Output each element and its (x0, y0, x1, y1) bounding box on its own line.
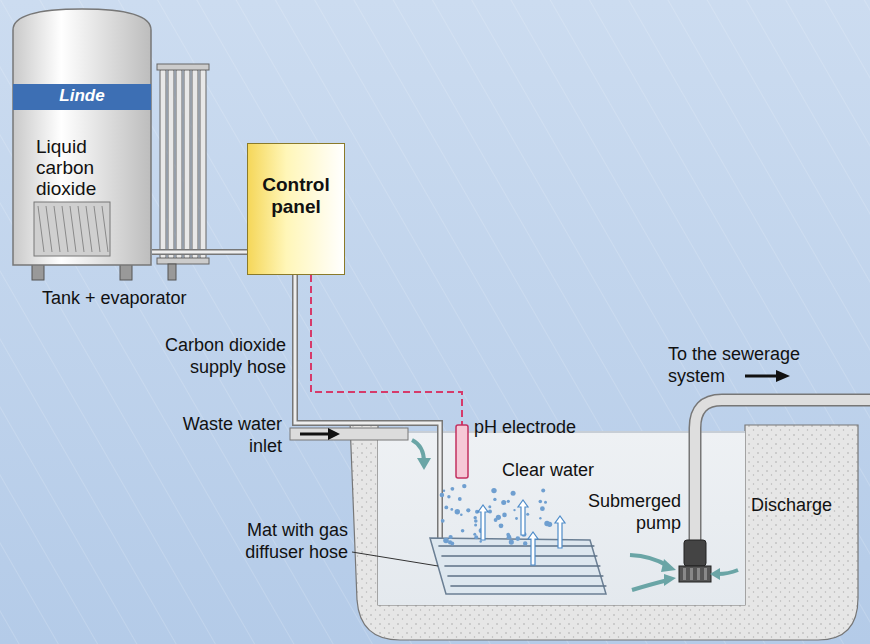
sewer-label: To the sewerage system (668, 343, 818, 387)
control-panel: Control panel (247, 143, 345, 275)
inlet-pipe (290, 428, 408, 440)
leader-line (352, 552, 438, 566)
gas-pipe-core (152, 251, 247, 254)
inflow-arrow-head (417, 458, 431, 470)
storage-tank: LindeLiquid carbon dioxide (12, 8, 152, 266)
sewer-pipe-core (695, 400, 870, 548)
ph-electrode (456, 425, 468, 478)
co2-hose-core (295, 275, 440, 545)
gas-pipe (152, 249, 247, 255)
pump-intake (679, 566, 711, 582)
flow-arrow (745, 375, 778, 378)
sewer-pipe (695, 400, 870, 548)
suction-arrows (630, 555, 738, 590)
concrete-pit (350, 422, 858, 640)
flow-arrow-head (328, 428, 340, 440)
flow-arrow-head (776, 370, 790, 382)
mat-label: Mat with gas diffuser hose (190, 519, 348, 563)
evaporator (157, 64, 209, 280)
gas-bubbles (440, 484, 565, 565)
panel-label: Control panel (248, 174, 344, 218)
tank-label: Liquid carbon dioxide (36, 136, 136, 199)
hose-label: Carbon dioxide supply hose (126, 334, 286, 378)
brand-logo: Linde (12, 85, 152, 107)
water-label: Clear water (502, 459, 622, 481)
signal-line (311, 275, 462, 425)
flow-arrow (300, 433, 330, 436)
co2-hose (295, 275, 440, 545)
electrode-label: pH electrode (474, 416, 604, 438)
inlet-label: Waste water inlet (150, 413, 282, 457)
diffuser-mat (430, 538, 606, 594)
discharge-label: Discharge (751, 494, 855, 516)
tank-caption: Tank + evaporator (42, 287, 222, 309)
submerged-pump (684, 540, 706, 566)
diffuser-hose (438, 546, 606, 586)
pump-label: Submerged pump (563, 490, 681, 534)
